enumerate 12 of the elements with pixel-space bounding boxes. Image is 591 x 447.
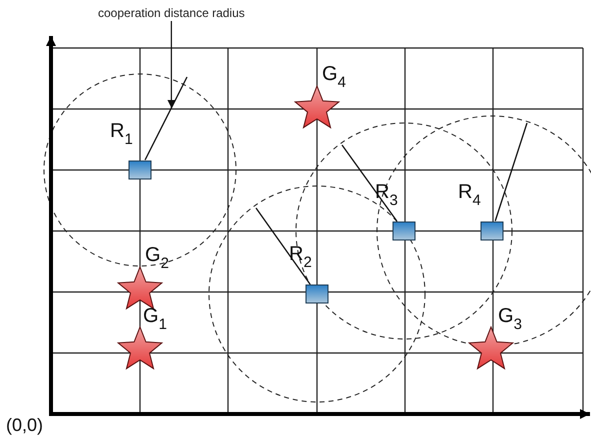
radius-line: [144, 76, 188, 160]
ground-node-label: G$_{4}$: [322, 64, 346, 90]
ground-node-label: G$_{2}$: [145, 245, 169, 271]
annotation-text: cooperation distance radius: [98, 6, 245, 20]
relay-label: R$_{2}$: [289, 244, 312, 270]
ground-node-label: G$_{1}$: [143, 306, 167, 332]
relay-label: R$_{1}$: [110, 121, 133, 147]
ground-node-label: G$_{3}$: [498, 306, 522, 332]
origin-label: (0,0): [6, 416, 44, 434]
relay-label: R$_{4}$: [458, 182, 481, 208]
relay-label: R$_{3}$: [375, 182, 398, 208]
leader-arrow: [167, 21, 176, 108]
